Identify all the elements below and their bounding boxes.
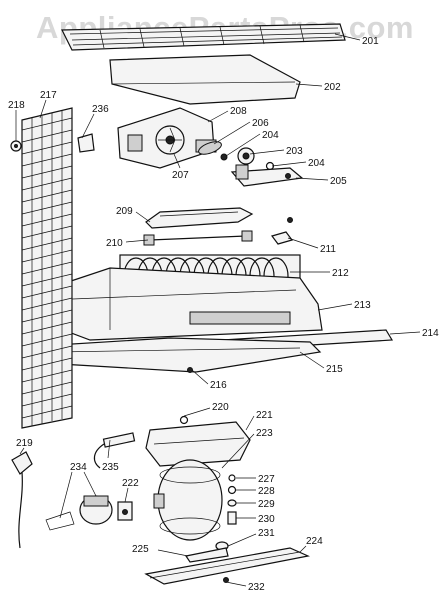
leader-lines xyxy=(15,33,421,587)
drip-tray-part xyxy=(38,337,322,373)
compressor-part xyxy=(153,459,223,541)
washer-229-part xyxy=(227,499,237,507)
connector-part xyxy=(117,501,133,521)
callout-217: 217 xyxy=(40,90,57,101)
grommet-part xyxy=(10,140,22,152)
drain-pan-part xyxy=(145,421,251,467)
callout-209: 209 xyxy=(116,206,133,217)
callout-212: 212 xyxy=(332,268,349,279)
fan-blade-part xyxy=(198,141,222,155)
callout-227: 227 xyxy=(258,474,275,485)
fan-bracket-part xyxy=(117,107,217,169)
tray-screw-part xyxy=(187,367,193,373)
callout-208: 208 xyxy=(230,106,247,117)
callout-228: 228 xyxy=(258,486,275,497)
wire-shelf-part xyxy=(61,23,346,51)
callout-216: 216 xyxy=(210,380,227,391)
heater-rod-part xyxy=(143,230,253,246)
motor-part xyxy=(237,147,255,165)
relay-tube-part xyxy=(93,432,136,469)
grommet-230-part xyxy=(227,511,237,525)
callout-202: 202 xyxy=(324,82,341,93)
callout-235: 235 xyxy=(102,462,119,473)
callout-201: 201 xyxy=(362,36,379,47)
base-screw-part xyxy=(223,577,229,583)
sleeve-228-part xyxy=(227,485,237,495)
callout-236: 236 xyxy=(92,104,109,115)
washer-part xyxy=(179,415,189,425)
callout-220: 220 xyxy=(212,402,229,413)
callout-204a: 204 xyxy=(262,130,279,141)
condenser-part xyxy=(21,107,73,429)
callout-203: 203 xyxy=(286,146,303,157)
callout-232: 232 xyxy=(248,582,265,593)
condenser-clip-part xyxy=(77,133,95,153)
callout-218: 218 xyxy=(8,100,25,111)
callout-219: 219 xyxy=(16,438,33,449)
callout-207: 207 xyxy=(172,170,189,181)
callout-206: 206 xyxy=(252,118,269,129)
shroud-bracket-part xyxy=(145,207,254,229)
callout-229: 229 xyxy=(258,499,275,510)
evaporator-pan-part xyxy=(41,267,323,341)
callout-211: 211 xyxy=(320,244,336,255)
callout-215: 215 xyxy=(326,364,343,375)
grommet-227-part xyxy=(228,474,236,482)
base-rail-part xyxy=(144,547,310,585)
callout-214: 214 xyxy=(422,328,439,339)
callout-222: 222 xyxy=(122,478,139,489)
callout-230: 230 xyxy=(258,514,275,525)
mount-bracket-part xyxy=(185,547,229,563)
cover-plate-part xyxy=(109,54,301,105)
motor-mount-part xyxy=(230,164,304,187)
clip-part xyxy=(270,217,294,245)
callout-210: 210 xyxy=(106,238,123,249)
callout-231: 231 xyxy=(258,528,275,539)
callout-labels: 201 202 208 206 204 203 204 205 207 209 … xyxy=(8,36,439,593)
callout-225: 225 xyxy=(132,544,149,555)
callout-223: 223 xyxy=(256,428,273,439)
callout-221: 221 xyxy=(256,410,273,421)
callout-234: 234 xyxy=(70,462,87,473)
screw-part xyxy=(220,153,228,161)
callout-204b: 204 xyxy=(308,158,325,169)
power-cord-part xyxy=(11,451,33,549)
callout-205: 205 xyxy=(330,176,347,187)
overload-relay-part xyxy=(45,495,113,531)
callout-224: 224 xyxy=(306,536,323,547)
callout-213: 213 xyxy=(354,300,371,311)
